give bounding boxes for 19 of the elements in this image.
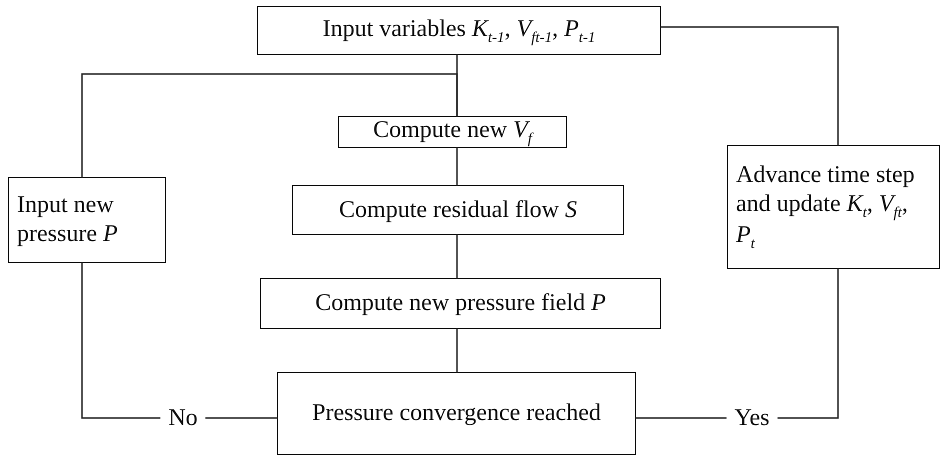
process-box xyxy=(257,6,661,55)
box-text: Input new pressure P xyxy=(16,191,119,249)
connector-line xyxy=(81,73,458,177)
box-text: Input variables K$_{t-1}$, V$_{ft-1}$, P$_{t-1}$ xyxy=(322,14,596,46)
process-box xyxy=(277,372,636,455)
connector-line xyxy=(456,235,458,278)
connector-line xyxy=(456,148,458,185)
box-text: Advance time step and update K$_{t}$, V$_{ft}$, P$_{t}$ xyxy=(734,160,916,254)
process-box xyxy=(338,116,567,148)
connector-line xyxy=(661,26,839,145)
box-text: Compute new pressure field P xyxy=(315,289,606,318)
box-text: Pressure convergence reached xyxy=(312,399,601,428)
process-box xyxy=(260,278,661,329)
box-text: Compute new V$_{f}$ xyxy=(373,116,532,148)
process-box xyxy=(292,185,624,235)
box-text: Compute residual flow S xyxy=(339,196,577,224)
connector-line xyxy=(456,329,458,372)
process-box xyxy=(727,145,940,269)
process-box xyxy=(8,177,166,263)
